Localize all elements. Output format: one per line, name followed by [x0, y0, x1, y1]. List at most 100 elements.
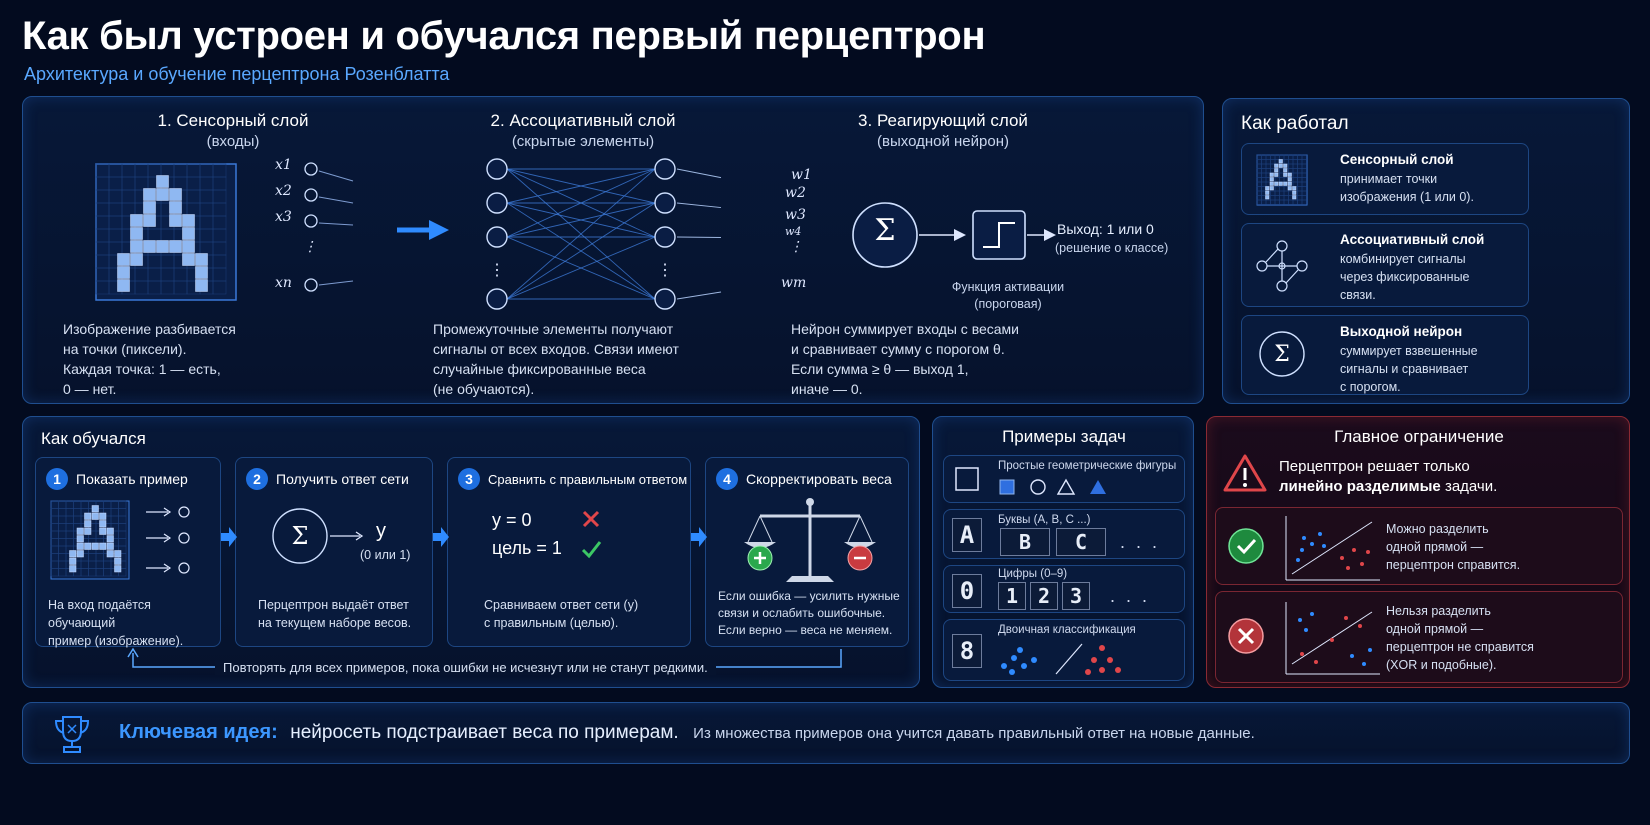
react-title: 3. Реагирующий слой	[858, 111, 1028, 130]
pixel	[1292, 190, 1297, 195]
pixel	[99, 520, 107, 528]
loop-text: Повторять для всех примеров, пока ошибки…	[215, 660, 716, 675]
page-title: Как был устроен и обучался первый перцеп…	[22, 14, 986, 58]
pixel	[69, 550, 77, 558]
trophy-icon	[54, 716, 90, 753]
warning-icon	[1223, 454, 1267, 492]
pixel	[143, 188, 156, 201]
pixel	[1278, 163, 1283, 168]
pixel	[84, 520, 92, 528]
pixel	[1274, 172, 1279, 177]
sensory-subtitle: (входы)	[206, 133, 260, 150]
sensory-title: 1. Сенсорный слой	[157, 111, 309, 130]
react-subtitle: (выходной нейрон)	[877, 133, 1009, 150]
pixel	[117, 253, 130, 266]
pixel	[1283, 163, 1288, 168]
pixel	[169, 214, 182, 227]
pixel	[1265, 190, 1270, 195]
pixel-a-icon	[1256, 154, 1308, 206]
example-image-icon	[50, 500, 190, 580]
key-idea-bar: Ключевая идея: нейросеть подстраивает ве…	[22, 702, 1630, 764]
pixel	[1274, 163, 1279, 168]
pixel	[99, 512, 107, 520]
pixel	[1278, 159, 1283, 164]
shapes-icon	[999, 478, 1106, 495]
weights: w1 w2 w3 w4 ⋮ wm	[781, 167, 812, 291]
separable-plot-icon	[1285, 516, 1380, 581]
check-cross-icons	[581, 510, 602, 559]
limit-title: Главное ограничение	[1334, 427, 1504, 446]
hidden-node	[486, 192, 508, 214]
pixel	[195, 279, 208, 292]
pixel	[1292, 186, 1297, 191]
hidden-node	[654, 158, 676, 180]
key-idea-text: Ключевая идея: нейросеть подстраивает ве…	[119, 721, 1255, 743]
pixel	[114, 557, 122, 565]
pixel	[114, 565, 122, 573]
pixel	[106, 535, 114, 543]
pixel	[1287, 177, 1292, 182]
pixel	[1287, 172, 1292, 177]
hidden-node	[654, 288, 676, 310]
pixel	[117, 279, 130, 292]
pixel	[1274, 168, 1279, 173]
check-icon	[1228, 528, 1264, 564]
pixel	[130, 214, 143, 227]
limit-panel: Главное ограничение Перцептрон решает то…	[1206, 416, 1630, 688]
pixel-letter-icon	[95, 163, 237, 301]
pixel	[76, 535, 84, 543]
pixel	[169, 240, 182, 253]
hidden-node	[654, 192, 676, 214]
hidden-node	[486, 158, 508, 180]
pixel	[1269, 172, 1274, 177]
pixel	[76, 542, 84, 550]
hidden-node	[486, 288, 508, 310]
pixel	[1274, 181, 1279, 186]
pixel	[169, 188, 182, 201]
input-nodes: x1 x2 x3 ⋮ xn	[275, 157, 317, 291]
training-title: Как обучался	[41, 429, 146, 448]
pixel	[1269, 177, 1274, 182]
square-icon	[955, 467, 979, 491]
pixel	[1269, 181, 1274, 186]
pixel	[156, 188, 169, 201]
pixel	[195, 266, 208, 279]
svg-text:Σ: Σ	[292, 522, 309, 550]
sum-symbol: Σ	[874, 213, 896, 248]
example-shapes: Простые геометрические фигуры	[943, 455, 1185, 503]
network-icon	[1256, 240, 1308, 292]
how-worked-panel: Как работал Сенсорный слой принимает точ…	[1222, 98, 1630, 404]
pixel	[182, 227, 195, 240]
pixel	[130, 240, 143, 253]
pixel	[106, 542, 114, 550]
pixel	[99, 542, 107, 550]
pixel	[1265, 186, 1270, 191]
sum-output-icon: Σ	[272, 508, 364, 564]
cross-icon	[1228, 618, 1264, 654]
pixel	[91, 505, 99, 513]
binary-scatter-icon	[1001, 643, 1121, 675]
pixel	[143, 201, 156, 214]
pixel	[84, 527, 92, 535]
page-subtitle: Архитектура и обучение перцептрона Розен…	[24, 64, 450, 84]
pixel	[76, 527, 84, 535]
output-note: (решение о классе)	[1055, 241, 1169, 255]
pixel	[99, 527, 107, 535]
hidden-node	[486, 226, 508, 248]
pixel	[143, 240, 156, 253]
assoc-subtitle: (скрытые элементы)	[511, 133, 655, 150]
pixel	[1283, 168, 1288, 173]
examples-panel: Примеры задач Простые геометрические фиг…	[932, 416, 1194, 688]
pixel	[1283, 172, 1288, 177]
pixel	[169, 201, 182, 214]
pixel	[106, 550, 114, 558]
pixel	[195, 253, 208, 266]
pixel	[117, 266, 130, 279]
pixel	[91, 542, 99, 550]
pixel	[130, 253, 143, 266]
